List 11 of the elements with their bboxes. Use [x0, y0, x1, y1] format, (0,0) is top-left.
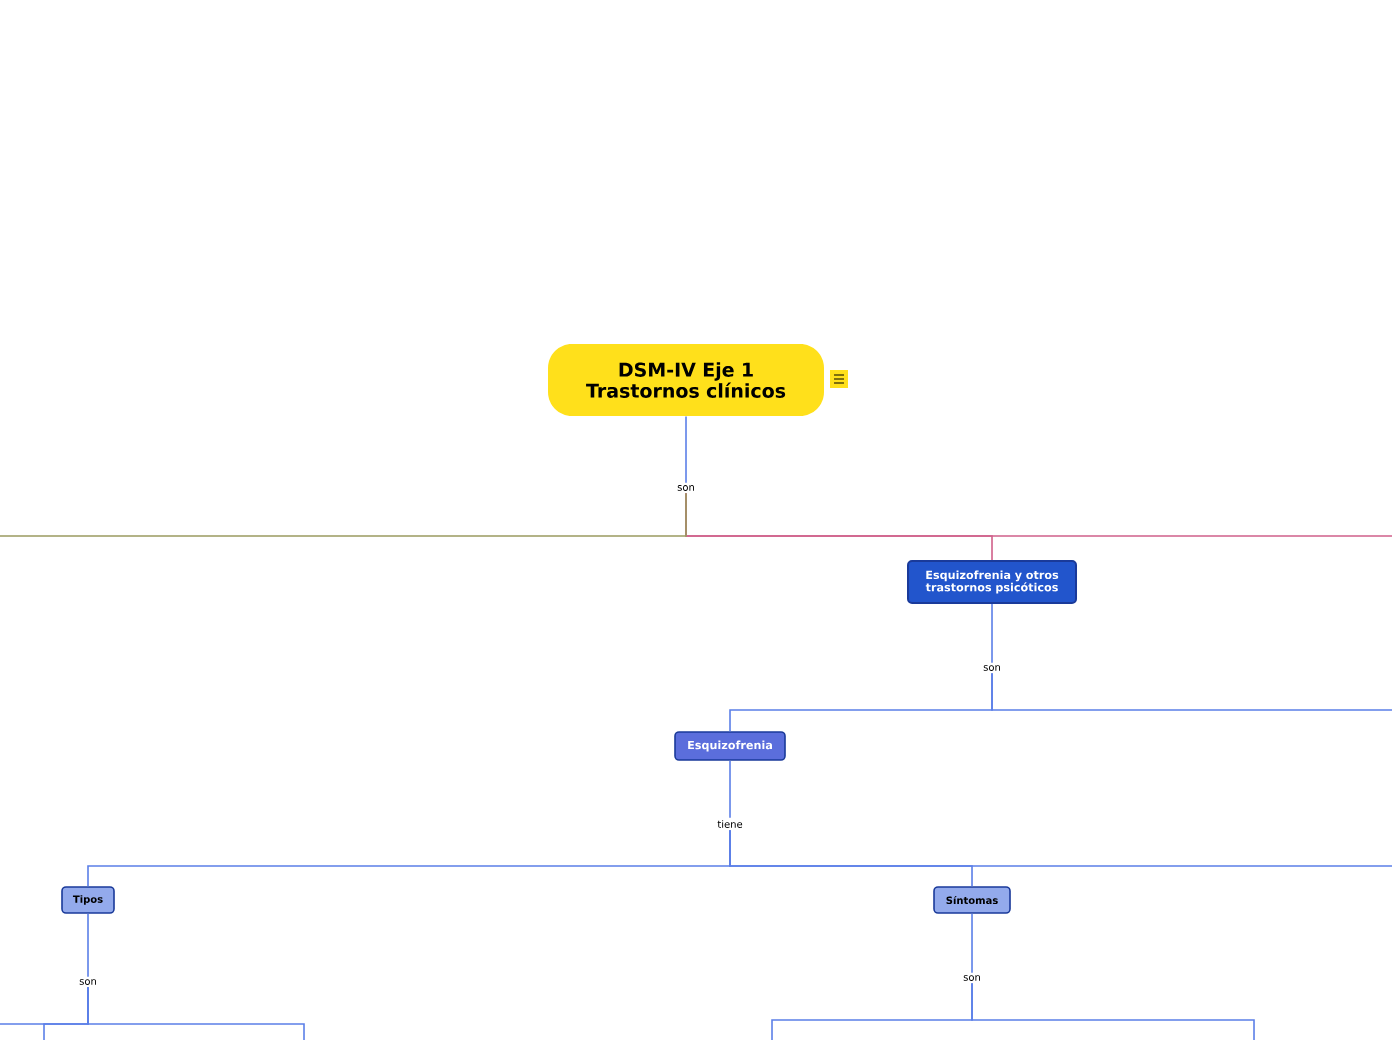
connector-line: [87, 913, 89, 978]
connector-line: [685, 415, 687, 484]
connector-line: [0, 986, 89, 1025]
connector-line: [971, 913, 973, 974]
connector-line: [991, 603, 993, 664]
connector-line: [971, 982, 1255, 1040]
central-topic: DSM-IV Eje 1 Trastornos clínicos: [548, 344, 824, 416]
connector-line: [729, 760, 731, 819]
connector-line: [729, 829, 1392, 867]
connector-line: [991, 672, 1392, 711]
connector-line: [0, 492, 687, 537]
